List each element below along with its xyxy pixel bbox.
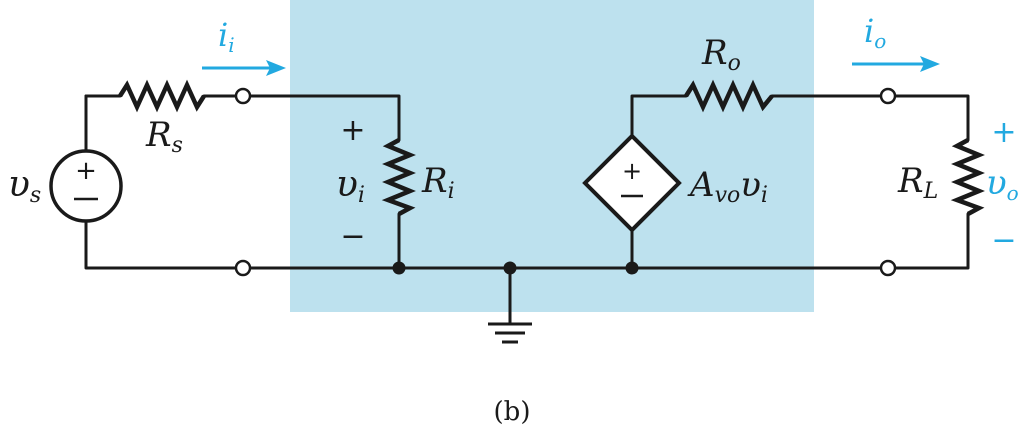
current-arrow-io: [852, 56, 940, 72]
vi-plus-sign: +: [340, 113, 365, 148]
label-ro: Ro: [701, 33, 741, 76]
dep-source-plus-sign: +: [622, 157, 642, 185]
label-ii: ii: [218, 16, 235, 57]
figure-caption: (b): [494, 397, 531, 427]
label-ri: Ri: [421, 161, 455, 204]
label-io: io: [864, 12, 886, 53]
dependent-source-icon: [582, 133, 682, 233]
output-terminal-bottom: [879, 259, 897, 277]
wires: [84, 94, 970, 326]
ground-icon: [488, 322, 532, 344]
input-terminal-top: [234, 87, 252, 105]
output-terminal-top: [879, 87, 897, 105]
label-rs: Rs: [145, 115, 183, 158]
wire-dep-source-top: [630, 94, 688, 138]
label-vs: υs: [8, 164, 41, 208]
label-vo: υo: [986, 163, 1019, 205]
vi-minus-sign: −: [340, 219, 365, 254]
label-gain: Avoυi: [687, 165, 768, 208]
amplifier-box: [290, 0, 814, 312]
label-vi: υi: [336, 164, 365, 208]
wire-load-bottom: [893, 212, 970, 270]
vo-minus-sign: −: [991, 223, 1016, 258]
junction-node-ground: [503, 261, 517, 275]
vo-plus-sign: +: [991, 115, 1016, 150]
junction-node-dep-source: [625, 261, 639, 275]
label-rl: RL: [897, 161, 938, 204]
resistor-ri: [381, 138, 416, 216]
resistor-rs: [118, 79, 206, 113]
input-terminal-bottom: [234, 259, 252, 277]
current-arrow-ii: [202, 60, 286, 76]
wire-load-top: [893, 94, 970, 142]
resistor-ro: [684, 79, 774, 113]
wire-input-top: [248, 94, 401, 142]
voltage-source-icon: [49, 149, 123, 223]
wire-source-bottom: [84, 218, 238, 270]
junction-node-ri: [392, 261, 406, 275]
source-plus-sign: +: [75, 156, 97, 186]
resistor-rl: [950, 138, 985, 216]
